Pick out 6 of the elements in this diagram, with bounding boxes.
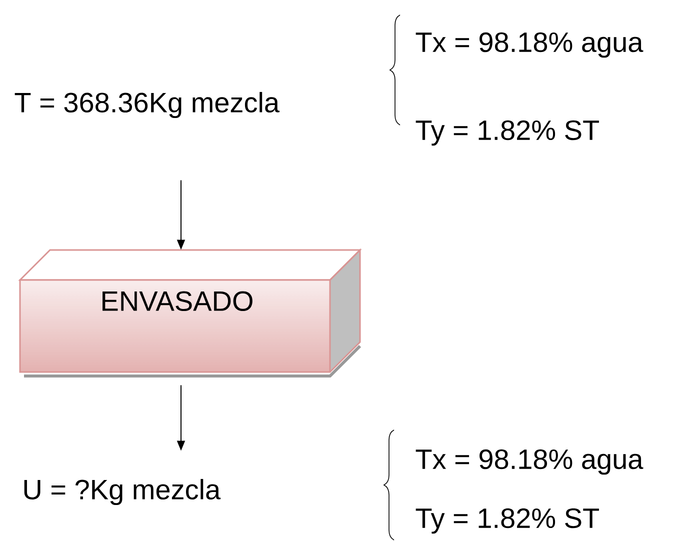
composition-label: Tx = 98.18% agua [416,449,644,475]
flow-label: T = 368.36Kg mezcla [14,92,280,118]
composition-label: Ty = 1.82% ST [416,120,599,146]
composition-label: Tx = 98.18% agua [416,32,644,58]
composition-label: Ty = 1.82% ST [416,508,599,534]
flow-label: U = ?Kg mezcla [24,478,221,506]
